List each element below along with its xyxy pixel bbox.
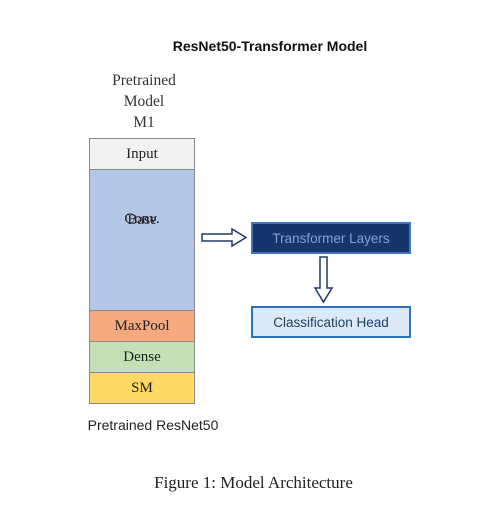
maxpool-label: MaxPool bbox=[114, 317, 170, 334]
stack-title-line-1: Pretrained bbox=[112, 72, 176, 89]
classification-head-box: Classification Head bbox=[251, 306, 411, 338]
transformer-layers-label: Transformer Layers bbox=[272, 230, 390, 246]
conv-base-block: Conv. Base bbox=[89, 169, 195, 311]
input-label: Input bbox=[126, 145, 158, 162]
right-arrow-icon bbox=[201, 227, 248, 248]
down-arrow-icon bbox=[313, 256, 334, 304]
conv-base-label: Conv. Base bbox=[124, 211, 159, 231]
dense-label: Dense bbox=[123, 348, 161, 365]
stack-title: Pretrained Model M1 bbox=[92, 70, 196, 133]
maxpool-block: MaxPool bbox=[89, 310, 195, 342]
conv-base-label-line-2: Base bbox=[127, 212, 157, 228]
transformer-layers-box: Transformer Layers bbox=[251, 222, 411, 254]
stack-footer-label: Pretrained ResNet50 bbox=[87, 417, 219, 433]
classification-head-label: Classification Head bbox=[273, 314, 389, 330]
stack-title-line-3: M1 bbox=[133, 114, 155, 131]
input-block: Input bbox=[89, 138, 195, 170]
stack-title-line-2: Model bbox=[123, 93, 165, 110]
figure-caption: Figure 1: Model Architecture bbox=[154, 473, 353, 492]
softmax-label: SM bbox=[131, 379, 153, 396]
conv-base-label-line-1: Conv. bbox=[124, 211, 160, 227]
softmax-block: SM bbox=[89, 372, 195, 404]
diagram-title: ResNet50-Transformer Model bbox=[172, 38, 368, 54]
